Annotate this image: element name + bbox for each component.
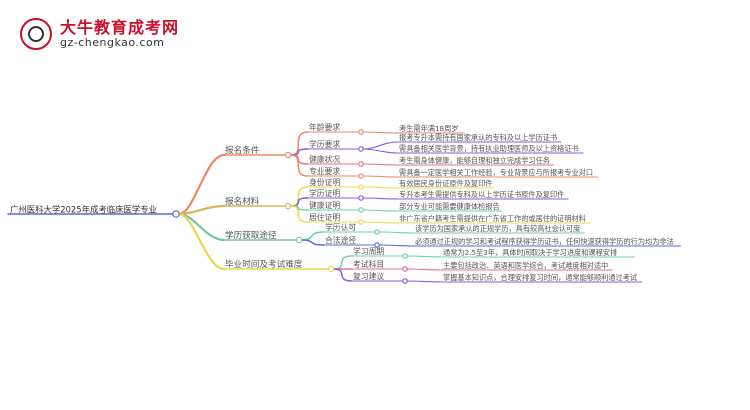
edge-branch-0-to-child-0 [289, 131, 309, 156]
child-node-dot-1-0 [358, 184, 364, 190]
child-label-1-3: 居住证明 [309, 212, 340, 222]
branch-node-dot-2 [295, 236, 303, 244]
leaf-label-2-0-0: 该学历为国家承认的正规学历，具有较高社会认可度 [415, 224, 580, 233]
child-node-dot-3-1 [402, 266, 408, 272]
leaf-label-1-0-0: 有效居民身份证原件及复印件 [399, 179, 492, 188]
child-node-dot-0-1 [358, 146, 364, 152]
child-label-0-3: 专业要求 [309, 166, 340, 176]
edge-child-3-0-to-leaf-0 [406, 255, 443, 258]
leaf-label-3-1-0: 主要包括政治、英语和医学综合，考试难度相对适中 [443, 261, 608, 270]
leaf-label-1-3-0: 非广东省户籍考生需提供在广东省工作的或居住的证明材料 [399, 214, 586, 223]
leaf-label-3-0-0: 通常为2.5至3年，具体时间取决于学习进度和课程安排 [443, 248, 617, 257]
child-label-3-1: 考试科目 [353, 259, 384, 269]
root-node-dot [172, 210, 180, 218]
leaf-label-0-0-0: 考生需年满18周岁 [399, 124, 458, 133]
branch-label-0: 报名条件 [225, 144, 260, 156]
edge-child-2-1-to-leaf-0 [378, 244, 415, 247]
child-label-0-0: 年龄要求 [309, 122, 340, 132]
leaf-label-0-1-0: 报考专升本需持有国家承认的专科及以上学历证书 [399, 133, 557, 142]
leaf-label-2-1-0: 必须通过正规的学习和考试程序获得学历证书，任何快速获得学历的行为均为非法 [415, 237, 674, 246]
edge-child-2-0-to-leaf-0 [378, 231, 415, 234]
child-node-dot-3-2 [402, 278, 408, 284]
branch-node-dot-0 [284, 151, 292, 159]
child-label-0-1: 学历要求 [309, 139, 340, 149]
child-label-1-1: 学历证明 [309, 188, 340, 198]
child-node-dot-2-0 [374, 229, 380, 235]
child-label-0-2: 健康状况 [309, 154, 340, 164]
child-label-3-2: 复习建议 [353, 271, 384, 281]
brand-text: 大牛教育成考网 gz-chengkao.com [60, 17, 180, 49]
root-label: 广州医科大学2025年成考临床医学专业 [10, 205, 157, 215]
brand-title: 大牛教育成考网 [60, 17, 180, 37]
edge-child-3-2-to-leaf-0 [406, 280, 443, 283]
edge-child-0-1-to-leaf-0 [362, 141, 399, 150]
edge-child-0-2-to-leaf-0 [362, 163, 399, 166]
child-node-dot-0-0 [358, 129, 364, 135]
edge-branch-2-to-child-0 [300, 231, 325, 241]
edge-branch-1-to-child-0 [289, 186, 309, 207]
branch-label-3: 毕业时间及考试难度 [225, 258, 303, 270]
child-node-dot-3-0 [402, 253, 408, 259]
edge-branch-0-to-child-3 [289, 154, 309, 177]
brand-header: 大牛教育成考网 gz-chengkao.com [20, 18, 179, 50]
child-node-dot-1-3 [358, 219, 364, 225]
edge-branch-2-to-child-1 [300, 239, 325, 246]
child-label-1-2: 健康证明 [309, 200, 340, 210]
edge-root-to-branch-0 [178, 153, 226, 216]
edge-child-0-3-to-leaf-0 [362, 175, 399, 178]
edge-branch-0-to-child-2 [289, 154, 309, 165]
edge-branch-1-to-child-1 [289, 197, 309, 207]
brand-url: gz-chengkao.com [60, 35, 165, 49]
edge-child-1-3-to-leaf-0 [362, 221, 399, 224]
leaf-label-1-2-0: 部分专业可能需要健康体检报告 [399, 202, 500, 211]
edge-child-1-2-to-leaf-0 [362, 209, 399, 212]
child-label-1-0: 身份证明 [309, 177, 340, 187]
child-node-dot-1-2 [358, 207, 364, 213]
edge-branch-3-to-child-2 [332, 268, 353, 282]
leaf-label-0-2-0: 考生需身体健康，能够自理和独立完成学习任务 [399, 156, 550, 165]
edge-child-0-0-to-leaf-0 [362, 131, 399, 134]
edge-child-1-0-to-leaf-0 [362, 186, 399, 189]
edge-child-1-1-to-leaf-0 [362, 197, 399, 200]
child-node-dot-1-1 [358, 195, 364, 201]
child-node-dot-0-3 [358, 173, 364, 179]
edge-root-to-branch-3 [178, 212, 226, 271]
edge-branch-1-to-child-3 [289, 205, 309, 223]
leaf-label-3-2-0: 掌握基本知识点，合理安排复习时间，通常能够顺利通过考试 [443, 273, 637, 282]
leaf-label-1-1-0: 专升本考生需提供专科及以上学历证书原件及复印件 [399, 190, 564, 199]
brand-logo-icon [20, 18, 52, 50]
child-label-2-0: 学历认可 [325, 222, 356, 232]
child-node-dot-2-1 [374, 242, 380, 248]
branch-label-2: 学历获取途径 [225, 229, 277, 241]
child-label-3-0: 学习周期 [353, 246, 384, 256]
branch-label-1: 报名材料 [225, 195, 260, 207]
edge-branch-3-to-child-0 [332, 255, 353, 270]
child-label-2-1: 合法途径 [325, 235, 356, 245]
leaf-label-0-1-1: 需具备相关医学背景，持有执业助理医师及以上资格证书 [399, 144, 579, 153]
child-node-dot-0-2 [358, 161, 364, 167]
branch-node-dot-3 [327, 265, 335, 273]
edge-child-3-1-to-leaf-0 [406, 268, 443, 271]
branch-node-dot-1 [284, 202, 292, 210]
edge-child-0-1-to-leaf-1 [362, 148, 399, 154]
leaf-label-0-3-0: 需具备一定医学相关工作经验，专业背景应与所报考专业对口 [399, 168, 593, 177]
